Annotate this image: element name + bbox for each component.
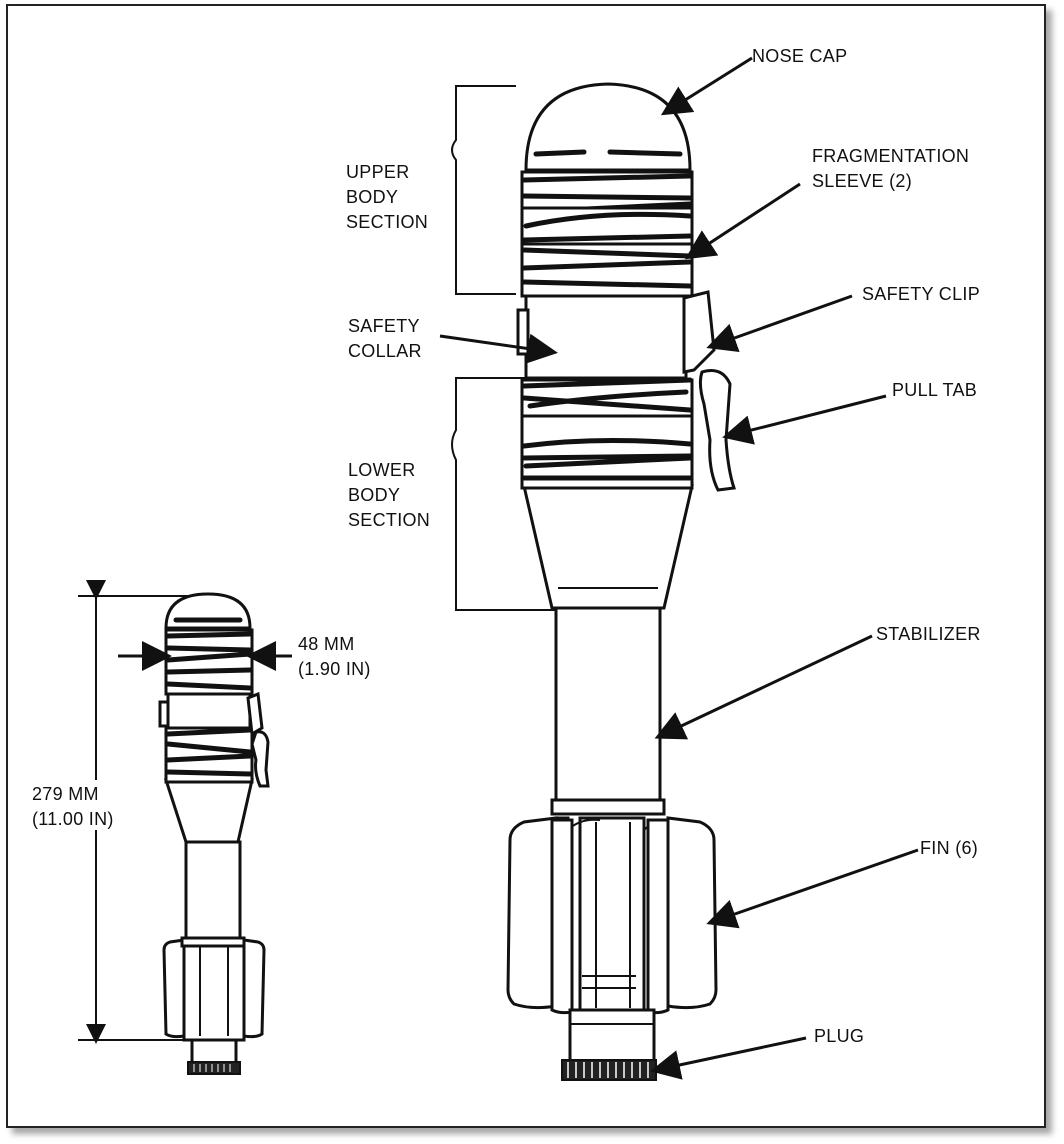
small-grenade — [158, 592, 270, 1075]
fin-label: FIN (6) — [920, 838, 979, 858]
large-grenade — [506, 82, 737, 1081]
length-dimension-label: 279 MM (11.00 IN) — [32, 784, 114, 829]
safety-collar-shape — [524, 294, 688, 380]
fragmentation-sleeve-label: FRAGMENTATION SLEEVE (2) — [812, 146, 970, 191]
upper-body-section-label: UPPER BODY SECTION — [346, 162, 429, 232]
lower-body-section-label: LOWER BODY SECTION — [348, 460, 431, 530]
plug — [561, 1008, 657, 1081]
nose-cap-shape — [524, 82, 692, 172]
stabilizer-label: STABILIZER — [876, 624, 981, 644]
dimension-lines — [78, 580, 292, 1044]
nose-cap-label: NOSE CAP — [752, 46, 848, 66]
safety-clip-label: SAFETY CLIP — [862, 284, 981, 304]
plug-label: PLUG — [814, 1026, 865, 1046]
stabilizer-tube — [550, 606, 666, 989]
safety-collar-label: SAFETY COLLAR — [348, 316, 422, 361]
fins — [506, 816, 718, 1015]
section-brackets — [451, 85, 556, 611]
pull-tab-label: PULL TAB — [892, 380, 978, 400]
leader-arrows — [439, 56, 919, 1080]
diameter-dimension-label: 48 MM (1.90 IN) — [298, 634, 371, 679]
